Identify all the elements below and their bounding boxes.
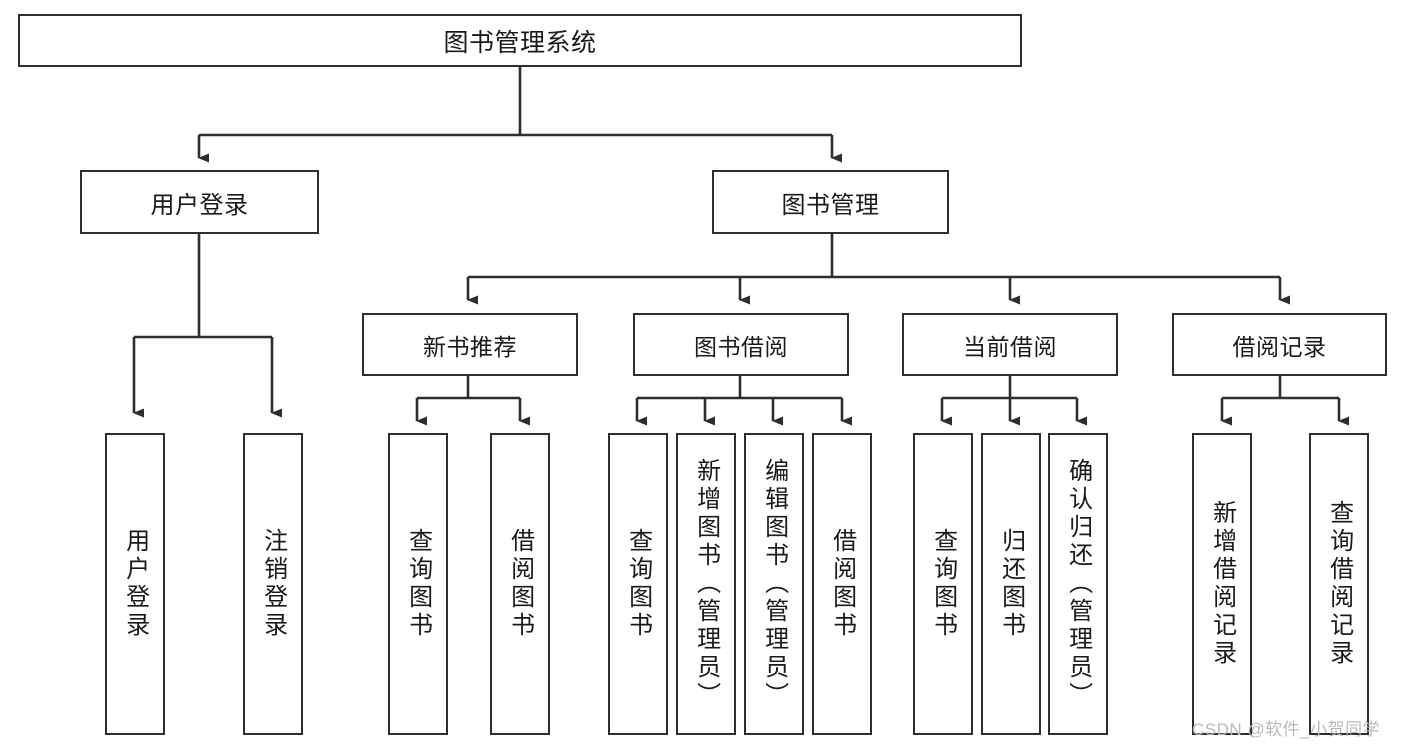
node-label: 新增借阅记录	[1208, 500, 1236, 668]
node-leaf-query-book-current[interactable]: 查询图书	[913, 433, 973, 735]
node-leaf-query-book-recommend[interactable]: 查询图书	[388, 433, 448, 735]
node-label: 当前借阅	[963, 333, 1057, 360]
node-leaf-user-login[interactable]: 用户登录	[105, 433, 165, 735]
node-user-login[interactable]: 用户登录	[80, 170, 319, 234]
node-book-borrow[interactable]: 图书借阅	[633, 313, 849, 376]
node-label: 确认归还（管理员）	[1064, 458, 1092, 710]
node-new-book-recommend[interactable]: 新书推荐	[362, 313, 578, 376]
node-leaf-return-book[interactable]: 归还图书	[981, 433, 1041, 735]
node-borrow-record[interactable]: 借阅记录	[1172, 313, 1387, 376]
node-label: 注销登录	[259, 528, 287, 640]
node-current-borrow[interactable]: 当前借阅	[902, 313, 1118, 376]
node-leaf-add-borrow-record[interactable]: 新增借阅记录	[1192, 433, 1252, 735]
node-leaf-borrow-book-recommend[interactable]: 借阅图书	[490, 433, 550, 735]
node-book-management[interactable]: 图书管理	[712, 170, 949, 234]
node-label: 查询图书	[404, 528, 432, 640]
node-label: 编辑图书（管理员）	[760, 458, 788, 710]
node-label: 查询图书	[624, 528, 652, 640]
node-leaf-logout[interactable]: 注销登录	[243, 433, 303, 735]
node-label: 归还图书	[997, 528, 1025, 640]
node-leaf-borrow-book[interactable]: 借阅图书	[812, 433, 872, 735]
node-root-system[interactable]: 图书管理系统	[18, 14, 1022, 67]
node-label: 查询图书	[929, 528, 957, 640]
node-label: 借阅图书	[828, 528, 856, 640]
node-label: 图书借阅	[694, 333, 788, 360]
watermark-csdn: CSDN @软件_小贺同学	[1192, 720, 1381, 739]
node-leaf-edit-book-admin[interactable]: 编辑图书（管理员）	[744, 433, 804, 735]
node-label: 借阅图书	[506, 528, 534, 640]
node-leaf-confirm-return-admin[interactable]: 确认归还（管理员）	[1048, 433, 1108, 735]
node-leaf-query-book[interactable]: 查询图书	[608, 433, 668, 735]
node-label: 新书推荐	[423, 333, 517, 360]
node-label: 借阅记录	[1232, 333, 1327, 360]
node-label: 图书管理系统	[443, 28, 597, 57]
node-label: 用户登录	[150, 191, 249, 219]
node-label: 查询借阅记录	[1325, 500, 1353, 668]
node-label: 图书管理	[781, 191, 880, 219]
node-leaf-query-borrow-record[interactable]: 查询借阅记录	[1309, 433, 1369, 735]
node-label: 新增图书（管理员）	[692, 458, 720, 710]
node-label: 用户登录	[121, 528, 149, 640]
node-leaf-add-book-admin[interactable]: 新增图书（管理员）	[676, 433, 736, 735]
